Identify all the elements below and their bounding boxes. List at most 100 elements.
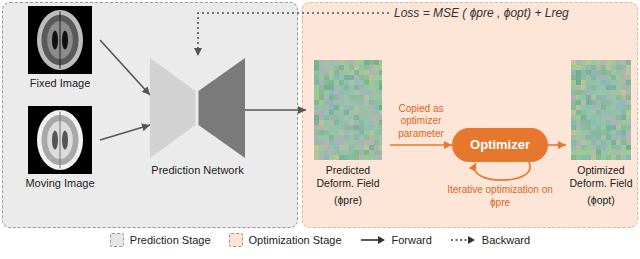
field-cell <box>601 155 606 160</box>
field-cell <box>374 90 379 95</box>
node-label: Optimized Deform. Field <box>566 164 636 190</box>
field-cell <box>621 145 626 150</box>
field-cell <box>314 120 319 125</box>
field-cell <box>379 140 382 145</box>
field-cell <box>374 155 379 160</box>
field-cell <box>314 115 319 120</box>
field-cell <box>571 70 576 75</box>
field-cell <box>576 145 581 150</box>
field-cell <box>626 90 631 95</box>
field-cell <box>329 60 334 65</box>
field-cell <box>576 150 581 155</box>
field-cell <box>374 125 379 130</box>
brain-outline <box>37 110 83 170</box>
field-cell <box>576 60 581 65</box>
field-cell <box>379 65 382 70</box>
field-cell <box>576 75 581 80</box>
field-cell <box>626 85 631 90</box>
field-cell <box>374 135 379 140</box>
legend-line-sample <box>450 235 476 245</box>
brain-image <box>28 106 92 174</box>
field-cell <box>601 60 606 65</box>
field-cell <box>616 75 621 80</box>
field-cell <box>379 80 382 85</box>
field-cell <box>379 110 382 115</box>
field-cell <box>571 90 576 95</box>
field-cell <box>626 65 631 70</box>
field-cell <box>586 145 591 150</box>
field-cell <box>626 155 631 160</box>
field-cell <box>571 115 576 120</box>
field-cell <box>621 80 626 85</box>
node-label: (ϕpre) <box>306 194 390 207</box>
field-cell <box>626 70 631 75</box>
field-cell <box>374 75 379 80</box>
legend-item: Forward <box>360 234 432 246</box>
field-cell <box>334 150 339 155</box>
field-cell <box>626 60 631 65</box>
field-cell <box>324 65 329 70</box>
field-cell <box>571 155 576 160</box>
field-cell <box>621 70 626 75</box>
field-cell <box>374 85 379 90</box>
field-cell <box>616 65 621 70</box>
field-cell <box>606 155 611 160</box>
field-cell <box>626 125 631 130</box>
field-cell <box>379 150 382 155</box>
field-cell <box>364 65 369 70</box>
field-cell <box>319 80 324 85</box>
node-label: Moving Image <box>20 177 100 190</box>
field-cell <box>374 110 379 115</box>
field-cell <box>571 75 576 80</box>
field-cell <box>329 70 334 75</box>
field-cell <box>314 155 319 160</box>
field-cell <box>379 115 382 120</box>
field-cell <box>379 95 382 100</box>
brain-outline <box>37 10 83 70</box>
field-cell <box>349 60 354 65</box>
field-cell <box>314 75 319 80</box>
field-cell <box>319 145 324 150</box>
field-cell <box>334 155 339 160</box>
field-cell <box>611 155 616 160</box>
field-cell <box>576 140 581 145</box>
image-node: Moving Image <box>20 106 100 190</box>
field-cell <box>359 70 364 75</box>
legend-swatch <box>110 233 124 247</box>
field-cell <box>374 60 379 65</box>
legend-line-sample <box>360 235 386 245</box>
field-cell <box>319 65 324 70</box>
field-cell <box>591 155 596 160</box>
field-cell <box>369 140 374 145</box>
field-cell <box>606 65 611 70</box>
field-cell <box>329 155 334 160</box>
field-cell <box>354 150 359 155</box>
field-cell <box>379 90 382 95</box>
field-base <box>314 60 382 160</box>
field-cell <box>626 100 631 105</box>
field-cell <box>374 145 379 150</box>
midline <box>60 11 61 68</box>
field-cell <box>349 65 354 70</box>
ventricle <box>52 130 58 149</box>
field-cell <box>374 140 379 145</box>
field-cell <box>324 70 329 75</box>
field-cell <box>616 60 621 65</box>
field-cell <box>319 75 324 80</box>
field-cell <box>374 95 379 100</box>
field-cell <box>374 65 379 70</box>
field-cell <box>576 155 581 160</box>
arrowhead <box>468 236 475 244</box>
field-node: Optimized Deform. Field(ϕopt) <box>566 60 636 206</box>
field-cell <box>571 100 576 105</box>
field-cell <box>319 135 324 140</box>
field-cell <box>626 135 631 140</box>
field-cell <box>581 65 586 70</box>
field-cell <box>576 135 581 140</box>
field-cell <box>369 150 374 155</box>
field-cell <box>571 60 576 65</box>
legend-line <box>361 239 379 241</box>
field-cell <box>379 125 382 130</box>
field-cell <box>576 65 581 70</box>
field-cell <box>364 60 369 65</box>
